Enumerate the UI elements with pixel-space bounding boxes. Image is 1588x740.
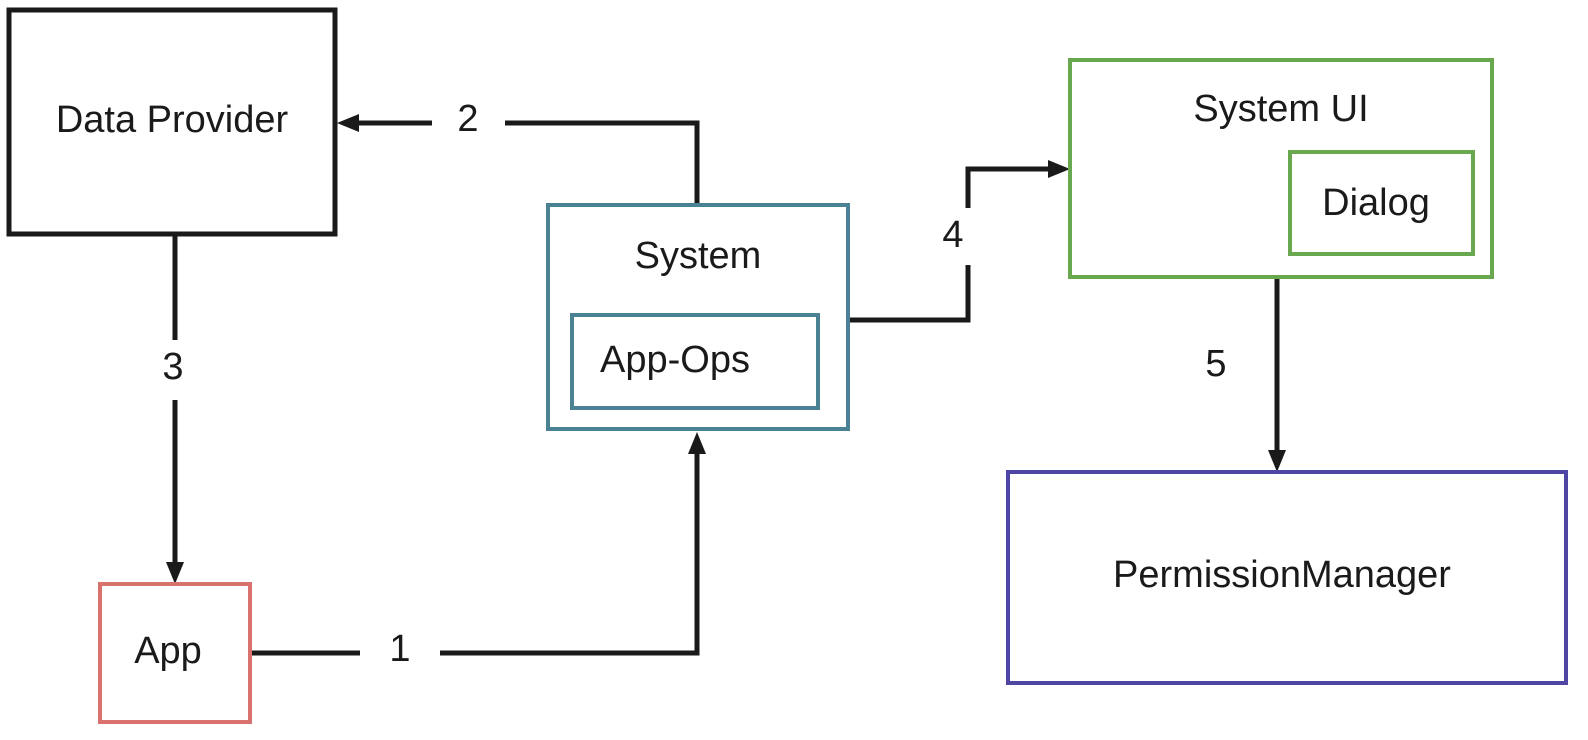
node-data-provider-box[interactable]	[6, 7, 338, 237]
edge-label-5: 5	[1205, 343, 1226, 385]
node-app-ops-box[interactable]	[570, 313, 820, 410]
edge-2-system-to-data-provider	[337, 114, 700, 205]
edge-4-segment-2	[965, 166, 1050, 208]
edge-4-segment-1	[850, 265, 971, 323]
edges-layer	[166, 114, 1286, 656]
node-data-provider[interactable]: Data Provider	[6, 7, 338, 237]
node-dialog[interactable]: Dialog	[1288, 150, 1475, 256]
node-permission-manager-box[interactable]	[1006, 470, 1568, 685]
node-app[interactable]: App	[98, 582, 252, 724]
edge-3-arrowhead-icon	[166, 562, 184, 584]
node-app-box[interactable]	[98, 582, 252, 724]
edge-label-1: 1	[389, 628, 410, 670]
node-dialog-box[interactable]	[1288, 150, 1475, 256]
edge-4-system-to-system-ui	[850, 160, 1070, 323]
edge-2-segment-1	[505, 120, 700, 205]
edge-label-2: 2	[457, 98, 478, 140]
edge-4-arrowhead-icon	[1048, 160, 1070, 178]
node-dialog-label: Dialog	[1322, 182, 1430, 224]
node-app-label: App	[134, 630, 202, 672]
edge-1-arrowhead-icon	[688, 432, 706, 454]
edge-5-arrowhead-icon	[1268, 450, 1286, 472]
node-app-ops[interactable]: App-Ops	[570, 313, 820, 410]
edge-1-app-to-system	[252, 432, 706, 656]
edge-label-4: 4	[942, 214, 963, 256]
node-app-ops-label: App-Ops	[600, 339, 750, 381]
edge-labels-layer: 1 2 3 4 5	[162, 98, 1226, 670]
edge-2-arrowhead-icon	[337, 114, 359, 132]
node-system-label: System	[635, 235, 762, 277]
edge-3-data-provider-to-app	[166, 236, 184, 584]
node-data-provider-label: Data Provider	[56, 99, 289, 141]
edge-5-system-ui-to-permission-manager	[1268, 279, 1286, 472]
edge-1-segment-2	[440, 450, 700, 656]
edge-label-3: 3	[162, 346, 183, 388]
node-system-ui-label: System UI	[1193, 88, 1368, 130]
node-permission-manager-label: PermissionManager	[1113, 554, 1451, 596]
node-permission-manager[interactable]: PermissionManager	[1006, 470, 1568, 685]
